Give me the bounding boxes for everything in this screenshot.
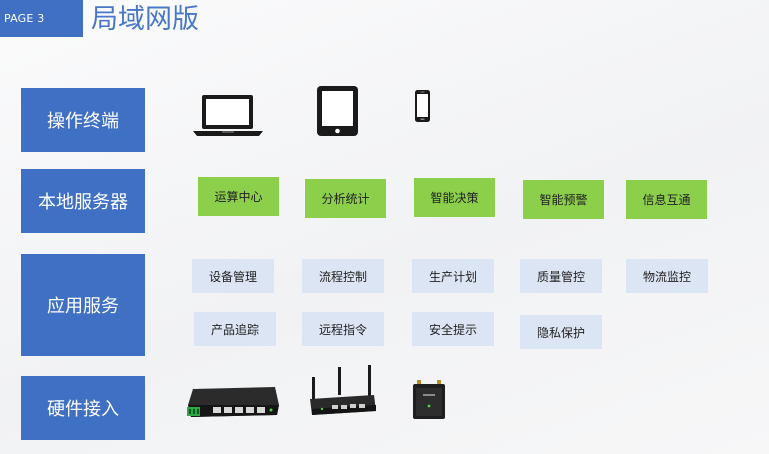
server-module-compute: 运算中心: [198, 177, 279, 216]
service-module: 质量管控: [520, 259, 602, 293]
service-module: 生产计划: [412, 259, 494, 293]
server-module-analytics: 分析统计: [305, 179, 386, 218]
server-module-alert: 智能预警: [523, 180, 604, 219]
row-label-hardware: 硬件接入: [21, 376, 145, 440]
server-module-interconnect: 信息互通: [626, 180, 707, 219]
server-module-decision: 智能决策: [414, 178, 495, 217]
service-module: 流程控制: [302, 259, 384, 293]
service-module: 安全提示: [412, 312, 494, 346]
page-number-tab: PAGE 3: [0, 0, 83, 37]
gateway-icon: [413, 380, 445, 419]
service-module: 物流监控: [626, 259, 708, 293]
service-module: 远程指令: [302, 312, 384, 346]
service-module: 设备管理: [192, 259, 274, 293]
row-label-service: 应用服务: [21, 254, 145, 356]
service-module: 隐私保护: [520, 315, 602, 349]
router-icon: [310, 365, 376, 415]
tablet-icon: [317, 86, 358, 136]
laptop-icon: [193, 95, 263, 136]
phone-icon: [415, 90, 430, 122]
service-module: 产品追踪: [194, 312, 276, 346]
row-label-terminal: 操作终端: [21, 88, 145, 152]
page-title: 局域网版: [91, 4, 199, 35]
row-label-server: 本地服务器: [21, 169, 145, 233]
switch-icon: [187, 387, 279, 417]
